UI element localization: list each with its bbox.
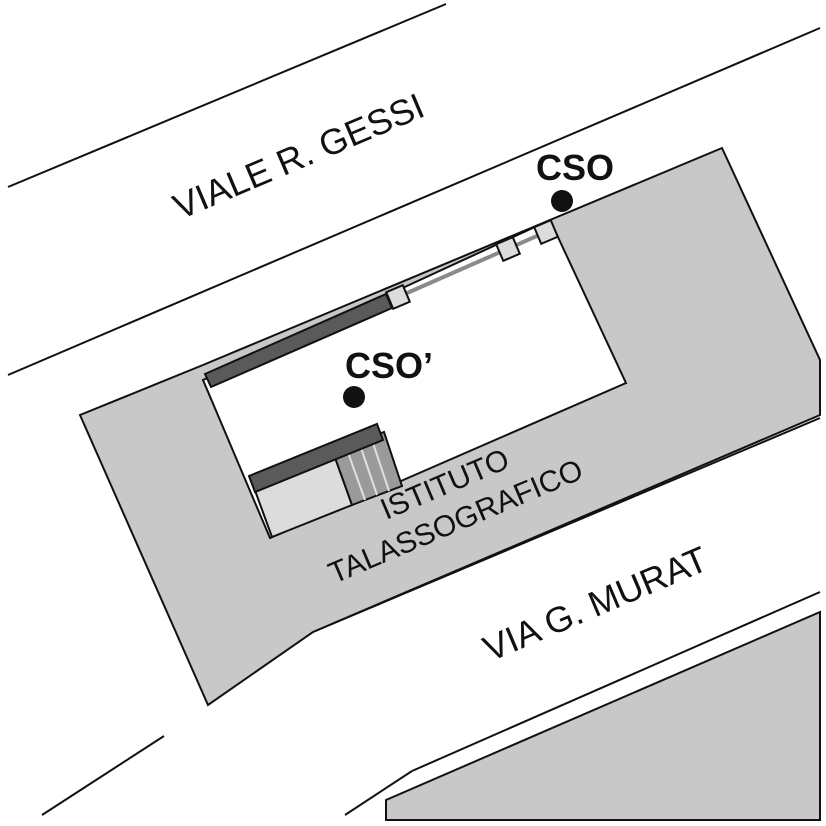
connector-node-3 (532, 218, 560, 246)
viale-gessi-north-edge (7, 3, 447, 188)
street-label-viale-gessi: VIALE R. GESSI (167, 85, 430, 227)
connector-line (397, 230, 547, 299)
neighbour-building (385, 610, 821, 821)
courtyard-features (203, 292, 404, 539)
lower-dark-bar (247, 422, 385, 494)
connector (384, 218, 560, 311)
station-label-cso-prime: CSO’ (345, 345, 433, 386)
stair-step-2 (358, 441, 378, 496)
istituto-building (78, 146, 821, 707)
station-label-cso: CSO (536, 147, 614, 188)
via-murat-south-edge (344, 770, 413, 816)
cso-marker (551, 190, 573, 212)
via-murat-south-edge-2 (411, 591, 821, 772)
viale-gessi-south-edge (7, 27, 821, 376)
street-label-via-murat: VIA G. MURAT (477, 538, 713, 669)
stair-step-1 (345, 446, 366, 501)
cso-prime-marker (343, 386, 365, 408)
stair-step-3 (370, 436, 390, 492)
connector-node-1 (384, 283, 412, 311)
connector-node-2 (494, 235, 522, 263)
side-street-edge (41, 735, 165, 816)
